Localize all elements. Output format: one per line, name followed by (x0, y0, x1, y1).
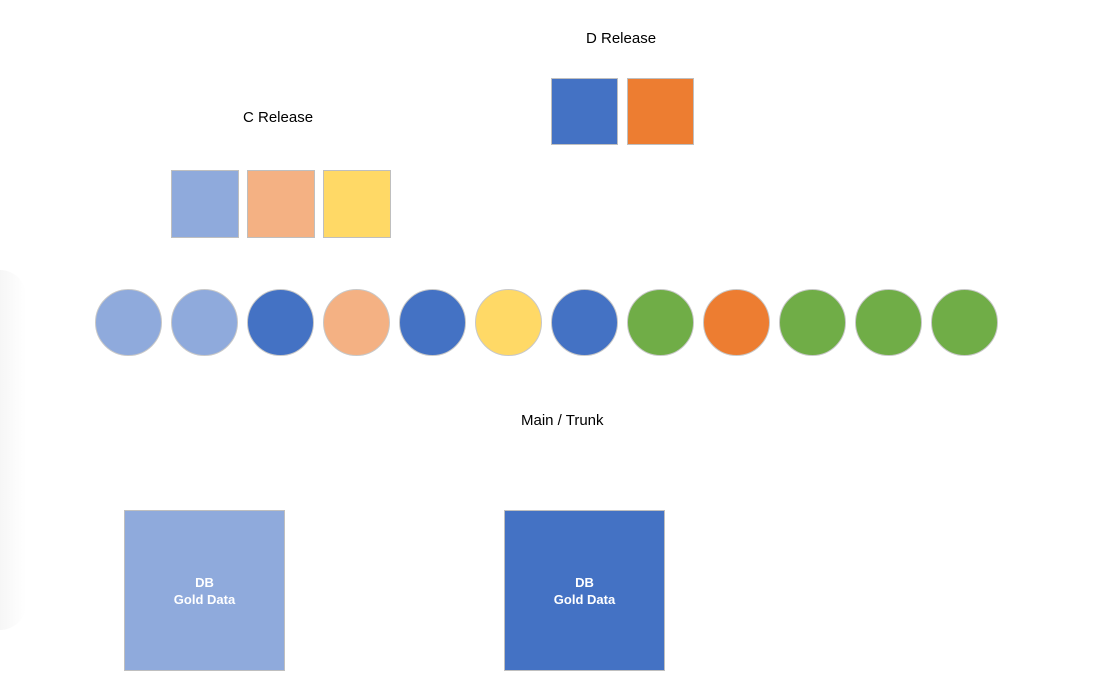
trunk-commit-circle (247, 289, 314, 356)
slide-edge-shadow (0, 270, 26, 630)
d-release-square (551, 78, 618, 145)
c-release-square (323, 170, 391, 238)
trunk-commit-circle (399, 289, 466, 356)
trunk-label: Main / Trunk (521, 412, 604, 429)
db-gold-data-box: DB Gold Data (504, 510, 665, 671)
trunk-commit-circle (95, 289, 162, 356)
db-box-title: DB (575, 574, 594, 590)
trunk-commit-circle (703, 289, 770, 356)
db-box-title: DB (195, 574, 214, 590)
trunk-commit-circle (475, 289, 542, 356)
db-gold-data-box: DB Gold Data (124, 510, 285, 671)
trunk-commit-circle (855, 289, 922, 356)
c-release-label: C Release (243, 109, 314, 126)
db-box-subtitle: Gold Data (553, 591, 616, 607)
trunk-commit-circle (551, 289, 618, 356)
trunk-commit-circle (931, 289, 998, 356)
d-release-square (627, 78, 694, 145)
trunk-commit-circle (627, 289, 694, 356)
c-release-square (247, 170, 315, 238)
trunk-commit-circle (171, 289, 238, 356)
d-release-label: D Release (586, 30, 657, 47)
trunk-commit-circle (779, 289, 846, 356)
c-release-square (171, 170, 239, 238)
trunk-commit-circle (323, 289, 390, 356)
db-box-subtitle: Gold Data (173, 591, 236, 607)
